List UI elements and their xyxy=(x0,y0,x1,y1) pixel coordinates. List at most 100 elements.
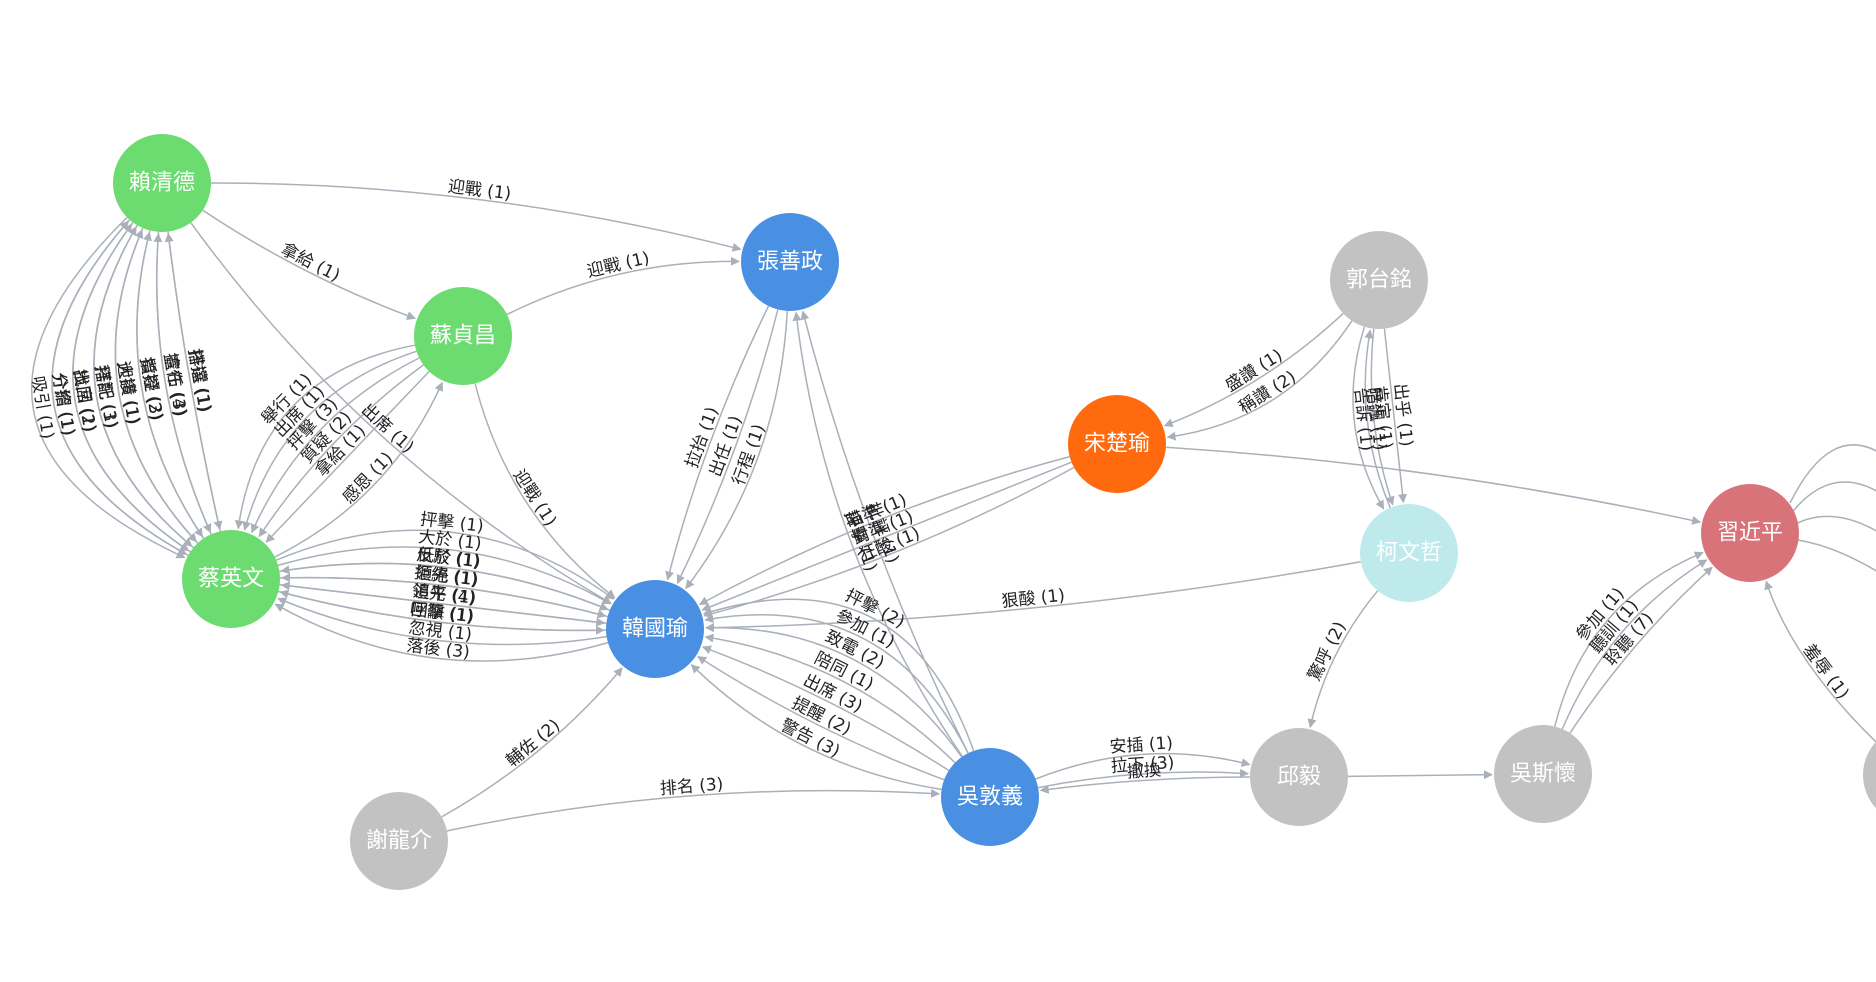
node-soong[interactable]: 宋楚瑜 xyxy=(1068,395,1166,493)
edge-chiu-wu xyxy=(1039,776,1251,794)
node-han[interactable]: 韓國瑜 xyxy=(606,580,704,678)
node-kuo[interactable]: 郭台銘 xyxy=(1330,231,1428,329)
edge-xi-offscreen xyxy=(1789,444,1876,504)
edge-han-tsai xyxy=(281,573,608,618)
edge-wu-han xyxy=(690,664,942,791)
edge-lai-su xyxy=(202,209,416,320)
edge-han-tsai xyxy=(280,581,607,625)
edge-kuo-ko xyxy=(1352,326,1385,510)
node-circle[interactable] xyxy=(1701,484,1799,582)
edge-kuo-ko xyxy=(1383,328,1407,504)
edge-soong-han xyxy=(698,455,1070,606)
edge-soong-han xyxy=(701,461,1072,612)
node-circle[interactable] xyxy=(1360,504,1458,602)
edge-han-tsai xyxy=(279,589,607,632)
edge-tsai-han xyxy=(277,546,612,605)
node-wus[interactable]: 吳斯懷 xyxy=(1494,725,1592,823)
edge-kuo-ko xyxy=(1370,328,1395,506)
node-circle[interactable] xyxy=(350,792,448,890)
node-label: 柯文哲 xyxy=(1376,541,1442,566)
node-circle[interactable] xyxy=(414,287,512,385)
edge-offscreen-xi xyxy=(1764,580,1876,743)
edge-label: 迎戰 (1) xyxy=(447,177,512,205)
edge-xi-offscreen xyxy=(1789,538,1876,572)
edge-chang-han xyxy=(676,309,779,585)
edge-su-tsai xyxy=(234,344,416,530)
node-wu[interactable]: 吳敦義 xyxy=(941,748,1039,846)
edge-label: 拿給 (1) xyxy=(277,239,343,287)
edge-kuo-soong xyxy=(1163,312,1344,427)
node-label: 謝龍介 xyxy=(366,829,432,854)
edge-lai-tsai xyxy=(114,227,198,543)
edge-label: 出席 (1) xyxy=(357,400,417,457)
edge-wu-han xyxy=(697,655,945,781)
edge-su-tsai xyxy=(265,370,430,543)
edge-wu-chiu xyxy=(1035,752,1251,780)
edge-xi-offscreen xyxy=(1789,515,1876,532)
node-circle[interactable] xyxy=(1250,728,1348,826)
node-circle[interactable] xyxy=(941,748,1039,846)
edge-su-tsai xyxy=(258,364,424,538)
edges-layer xyxy=(30,182,1876,832)
node-label: 吳敦義 xyxy=(957,785,1023,810)
node-label: 蔡英文 xyxy=(198,567,264,592)
node-circle[interactable] xyxy=(741,213,839,311)
edge-wu-han xyxy=(704,614,969,754)
node-label: 邱毅 xyxy=(1277,765,1321,790)
edge-su-han xyxy=(474,383,616,599)
edge-label: 輔佐 (2) xyxy=(502,715,564,771)
edge-han-tsai xyxy=(277,597,607,646)
edge-tsai-han xyxy=(275,529,615,600)
edge-chiu-wus xyxy=(1347,770,1493,780)
edge-lai-tsai xyxy=(136,230,204,538)
edge-label: 撤換 xyxy=(1126,760,1161,782)
edge-ko-han xyxy=(705,560,1361,633)
node-tsai[interactable]: 蔡英文 xyxy=(182,530,280,628)
node-label: 宋楚瑜 xyxy=(1084,432,1150,457)
edge-lai-tsai xyxy=(156,231,212,534)
edge-label: 迎戰 (1) xyxy=(585,248,651,282)
node-xi[interactable]: 習近平 xyxy=(1701,484,1799,582)
node-circle[interactable] xyxy=(1330,231,1428,329)
edge-label: 安插 (1) xyxy=(1109,733,1174,757)
edge-lai-tsai xyxy=(93,224,193,547)
node-circle[interactable] xyxy=(606,580,704,678)
edge-xi-offscreen xyxy=(1789,481,1876,516)
edge-lai-tsai xyxy=(167,231,223,531)
edge-wus-xi xyxy=(1561,559,1708,730)
node-circle[interactable] xyxy=(182,530,280,628)
edge-soong-xi xyxy=(1165,446,1702,525)
edge-kuo-soong xyxy=(1166,320,1353,441)
edge-han-tsai xyxy=(274,603,609,662)
node-ko[interactable]: 柯文哲 xyxy=(1360,504,1458,602)
node-offscreen[interactable] xyxy=(1863,726,1876,824)
edge-label: 迎戰 (1) xyxy=(509,466,560,530)
edge-wu-han xyxy=(704,633,956,764)
edge-lai-tsai xyxy=(30,216,186,559)
edge-lai-han xyxy=(190,222,612,604)
edge-su-tsai xyxy=(242,350,417,531)
node-circle[interactable] xyxy=(113,134,211,232)
edge-label: 狠酸 (1) xyxy=(1001,586,1066,612)
edge-wu-chang xyxy=(800,310,969,754)
edge-su-chang xyxy=(506,256,740,316)
edge-wu-han xyxy=(701,645,950,772)
node-label: 郭台銘 xyxy=(1346,268,1412,293)
edge-label: 羞辱 (1) xyxy=(1798,640,1852,703)
edge-lai-tsai xyxy=(51,219,188,555)
edge-su-tsai xyxy=(250,357,420,534)
node-label: 張善政 xyxy=(757,250,823,275)
node-hsieh[interactable]: 謝龍介 xyxy=(350,792,448,890)
edge-lai-chang xyxy=(210,182,742,252)
node-su[interactable]: 蘇貞昌 xyxy=(414,287,512,385)
edge-label: 拉下 (3) xyxy=(1110,753,1175,777)
edge-wu-han xyxy=(705,622,963,758)
node-lai[interactable]: 賴清德 xyxy=(113,134,211,232)
node-chang[interactable]: 張善政 xyxy=(741,213,839,311)
node-circle[interactable] xyxy=(1068,395,1166,493)
node-circle[interactable] xyxy=(1494,725,1592,823)
edge-hsieh-wu xyxy=(446,788,940,832)
edge-wu-han xyxy=(702,598,975,752)
node-chiu[interactable]: 邱毅 xyxy=(1250,728,1348,826)
